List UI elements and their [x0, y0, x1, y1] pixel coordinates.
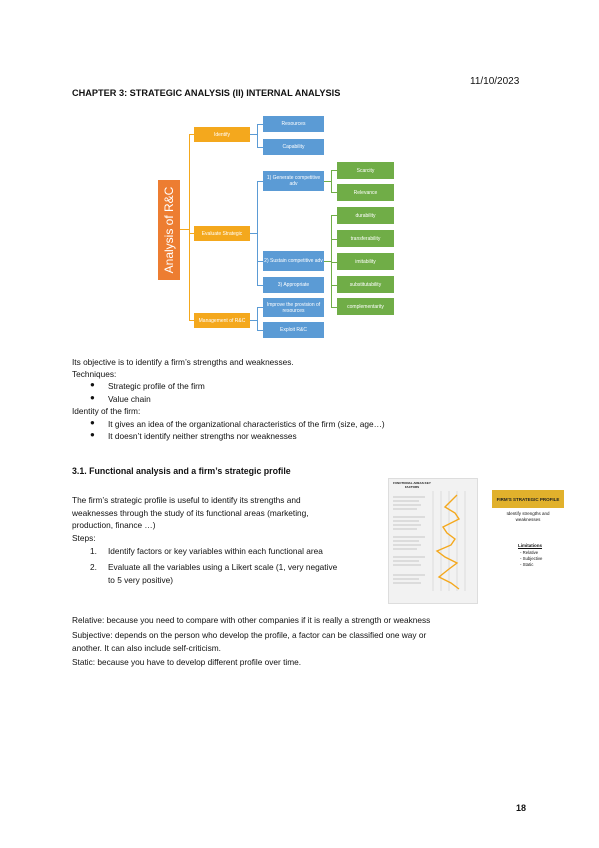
- level2-sustain: 2) Sustain competitive adv: [263, 251, 324, 271]
- step-number: 2.: [90, 562, 97, 572]
- steps-label: Steps:: [72, 533, 96, 543]
- bullet-icon: ●: [90, 430, 95, 439]
- level3-complementarity: complementarity: [337, 298, 394, 315]
- level3-imitability: imitability: [337, 253, 394, 270]
- static-text: Static: because you have to develop diff…: [72, 657, 302, 667]
- level3-transferability: transferability: [337, 230, 394, 247]
- identity-item: It gives an idea of the organizational c…: [108, 419, 385, 429]
- profile-card: FIRM'S STRATEGIC PROFILE Identify streng…: [492, 480, 564, 580]
- level3-scarcity: Scarcity: [337, 162, 394, 179]
- level2-capability: Capability: [263, 139, 324, 155]
- profile-text: production, finance …): [72, 520, 156, 530]
- level1-identify: Identify: [194, 127, 250, 142]
- profile-text: The firm’s strategic profile is useful t…: [72, 495, 301, 505]
- techniques-label: Techniques:: [72, 369, 117, 379]
- level2-resources: Resources: [263, 116, 324, 132]
- step-item: to 5 very positive): [108, 575, 174, 585]
- level3-substitutability: substitutability: [337, 276, 394, 293]
- level1-management: Management of R&C: [194, 313, 250, 328]
- identity-label: Identity of the firm:: [72, 406, 141, 416]
- profile-text: weaknesses through the study of its func…: [72, 508, 309, 518]
- bullet-icon: ●: [90, 380, 95, 389]
- page-number: 18: [516, 803, 527, 813]
- step-item: Identify factors or key variables within…: [108, 546, 323, 556]
- level2-generate: 1) Generate competitive adv: [263, 171, 324, 191]
- date: 11/10/2023: [470, 76, 520, 87]
- step-number: 1.: [90, 546, 97, 556]
- subjective-text: Subjective: depends on the person who de…: [72, 630, 427, 640]
- bullet-icon: ●: [90, 418, 95, 427]
- level2-improve: Improve the provision of resources: [263, 298, 324, 317]
- technique-item: Strategic profile of the firm: [108, 381, 205, 391]
- level3-relevance: Relevance: [337, 184, 394, 201]
- subjective-text: another. It can also include self-critic…: [72, 643, 221, 653]
- strategic-profile-image: FUNCTIONAL AREAS KEY FACTORS: [388, 478, 478, 604]
- technique-item: Value chain: [108, 394, 151, 404]
- identity-item: It doesn’t identify neither strengths no…: [108, 431, 297, 441]
- chapter-title: CHAPTER 3: STRATEGIC ANALYSIS (II) INTER…: [72, 88, 341, 98]
- bullet-icon: ●: [90, 393, 95, 402]
- level1-evaluate: Evaluate Strategic: [194, 226, 250, 241]
- level2-exploit: Exploit R&C: [263, 322, 324, 338]
- level2-appropriate: 3) Appropriate: [263, 277, 324, 293]
- objective-text: Its objective is to identify a firm’s st…: [72, 357, 294, 367]
- level3-durability: durability: [337, 207, 394, 224]
- diagram-root: Analysis of R&C: [158, 180, 180, 280]
- section-heading: 3.1. Functional analysis and a firm’s st…: [72, 466, 291, 476]
- relative-text: Relative: because you need to compare wi…: [72, 615, 431, 625]
- step-item: Evaluate all the variables using a Liker…: [108, 562, 338, 572]
